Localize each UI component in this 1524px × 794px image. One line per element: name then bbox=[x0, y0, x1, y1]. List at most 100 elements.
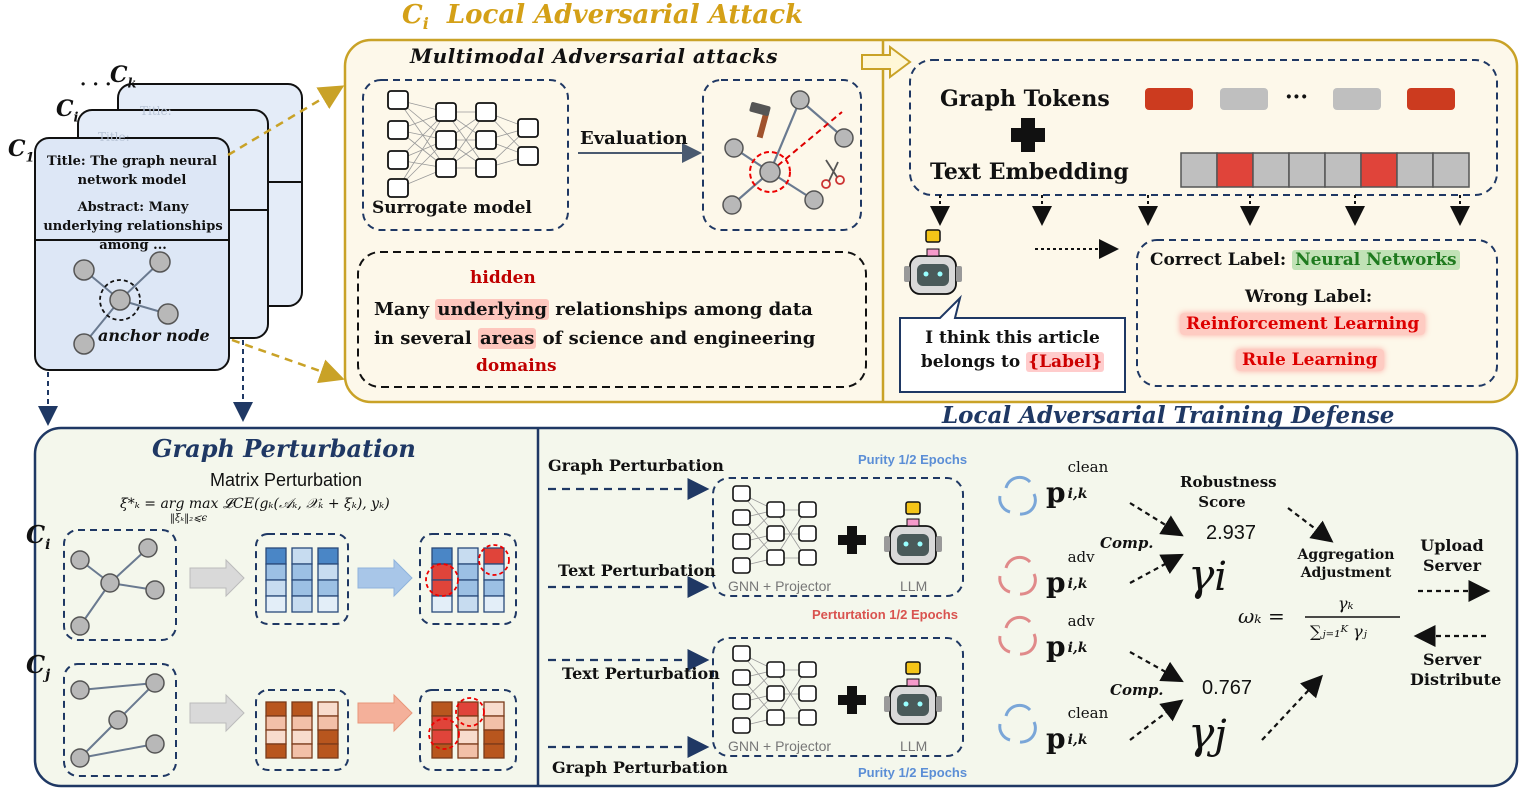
cycle-icon-red-1 bbox=[998, 555, 1037, 596]
fraction-denominator: ∑ⱼ₌₁ᴷ γⱼ bbox=[1310, 622, 1367, 641]
hidden-word: hidden bbox=[470, 268, 536, 288]
defense-title: Local Adversarial Training Defense bbox=[942, 402, 1395, 429]
graph-token-red-2 bbox=[1407, 88, 1455, 110]
model-box-top bbox=[712, 477, 964, 597]
ci-perturbed-matrix bbox=[431, 547, 505, 613]
attacked-graph bbox=[722, 90, 854, 215]
text-embedding-label: Text Embedding bbox=[930, 159, 1129, 185]
back-card-title-i: Title: bbox=[98, 130, 130, 144]
ci-perturbed-matrix-box bbox=[419, 533, 517, 625]
back-card-title-k: Title: bbox=[140, 104, 172, 118]
surrogate-label: Surrogate model bbox=[372, 198, 532, 218]
purity-epochs-bottom: Purity 1/2 Epochs bbox=[858, 765, 968, 780]
speech-bubble bbox=[899, 294, 1126, 393]
fraction-numerator: γₖ bbox=[1338, 594, 1354, 613]
anchor-ring bbox=[99, 279, 141, 321]
comp-label-bottom: Comp. bbox=[1110, 681, 1164, 699]
correct-label-line: Correct Label: Neural Networks bbox=[1150, 250, 1460, 270]
ci-graph-box bbox=[63, 529, 177, 641]
graph-perturbation-bottom: Graph Perturbation bbox=[552, 758, 728, 777]
perturbation-epochs: Perturtation 1/2 Epochs bbox=[812, 607, 958, 622]
cj-matrix-box bbox=[255, 689, 349, 771]
salmon-arrow bbox=[357, 693, 413, 733]
model-box-bottom bbox=[712, 637, 964, 757]
cj-graph-box bbox=[63, 663, 177, 777]
client-label-k: Ck bbox=[110, 62, 137, 92]
blue-arrow bbox=[357, 558, 413, 598]
plus-icon bbox=[1011, 118, 1045, 152]
gnn-network-bottom bbox=[732, 645, 817, 734]
gray-arrow-1 bbox=[189, 558, 245, 598]
multimodal-title: Multimodal Adversarial attacks bbox=[410, 44, 779, 68]
graph-perturbation-title: Graph Perturbation bbox=[152, 434, 416, 463]
wrong-label-1: Reinforcement Learning bbox=[1180, 313, 1426, 335]
purity-epochs-top: Purity 1/2 Epochs bbox=[858, 452, 968, 467]
graph-perturbation-top: Graph Perturbation bbox=[548, 456, 724, 475]
gamma-j: γj bbox=[1188, 708, 1227, 759]
cycle-icon-blue-1 bbox=[998, 475, 1037, 516]
comp-label-top: Comp. bbox=[1100, 534, 1154, 552]
llm-label-top: LLM bbox=[900, 578, 928, 594]
text-perturbation-bottom: Text Perturbation bbox=[562, 664, 720, 683]
cycle-icon-red-2 bbox=[998, 615, 1037, 656]
cycle-icon-blue-2 bbox=[998, 703, 1037, 744]
perturbation-constraint: ‖ξₖ‖₂⩽ϵ bbox=[170, 513, 208, 524]
gnn-label-top: GNN + Projector bbox=[728, 578, 832, 594]
bottom-panel bbox=[33, 426, 1519, 788]
ci-matrix bbox=[265, 547, 339, 613]
attacked-graph-box bbox=[702, 79, 862, 231]
perturbation-client-i: Ci bbox=[26, 520, 51, 553]
anchor-node-label: anchor node bbox=[98, 326, 210, 345]
graph-tokens-label: Graph Tokens bbox=[940, 86, 1110, 112]
perturbation-client-j: Cj bbox=[26, 650, 51, 683]
client-card-1 bbox=[34, 137, 230, 371]
label-box bbox=[1136, 239, 1498, 387]
score-i: 2.937 bbox=[1206, 522, 1257, 544]
cj-perturbed-matrix-box bbox=[419, 689, 517, 771]
perturbation-formula: ξ*ₖ = arg max 𝓛CE(gₖ(𝒜ₖ, 𝒳ₖ + ξₖ), yₖ) bbox=[120, 496, 390, 512]
token-dots: ··· bbox=[1285, 84, 1308, 110]
wrong-label-line: Wrong Label: bbox=[1245, 287, 1373, 307]
surrogate-box bbox=[362, 79, 569, 231]
gnn-network-top bbox=[732, 485, 817, 574]
scissors-icon bbox=[821, 159, 845, 189]
hollow-arrow-icon bbox=[861, 45, 912, 79]
omega-label: ωₖ = bbox=[1238, 604, 1285, 628]
text-embedding-cells bbox=[1180, 152, 1470, 188]
matrix-perturbation-label: Matrix Perturbation bbox=[210, 470, 363, 490]
sentence-line-1: Many underlying relationships among data bbox=[374, 299, 813, 320]
card-abstract: Abstract: Many underlying relationships … bbox=[43, 200, 223, 253]
ci-matrix-box bbox=[255, 533, 349, 625]
client-label-i: Ci bbox=[56, 96, 79, 126]
graph-token-red-1 bbox=[1145, 88, 1193, 110]
gray-arrow-2 bbox=[189, 693, 245, 733]
gnn-label-bottom: GNN + Projector bbox=[728, 738, 832, 754]
llm-label-bottom: LLM bbox=[900, 738, 928, 754]
sentence-line-2: in several areas of science and engineer… bbox=[374, 328, 816, 349]
hammer-icon bbox=[749, 102, 771, 139]
speech-text: I think this article belongs to {Label} bbox=[920, 328, 1105, 372]
robot-icon-attack bbox=[904, 229, 962, 295]
graph-token-gray-2 bbox=[1333, 88, 1381, 110]
plus-icon-bottom bbox=[838, 686, 866, 714]
gamma-i: γi bbox=[1188, 550, 1228, 601]
cj-matrix bbox=[265, 701, 339, 759]
token-box bbox=[909, 59, 1498, 196]
evaluation-label: Evaluation bbox=[580, 128, 688, 149]
card-title: Title: The graph neural network model bbox=[47, 154, 217, 188]
domains-word: domains bbox=[476, 356, 557, 376]
text-perturbation-top: Text Perturbation bbox=[558, 561, 716, 580]
attack-title: Ci Local Adversarial Attack bbox=[402, 0, 804, 34]
wrong-label-2: Rule Learning bbox=[1236, 349, 1384, 371]
graph-token-gray-1 bbox=[1220, 88, 1268, 110]
surrogate-network bbox=[387, 90, 539, 198]
